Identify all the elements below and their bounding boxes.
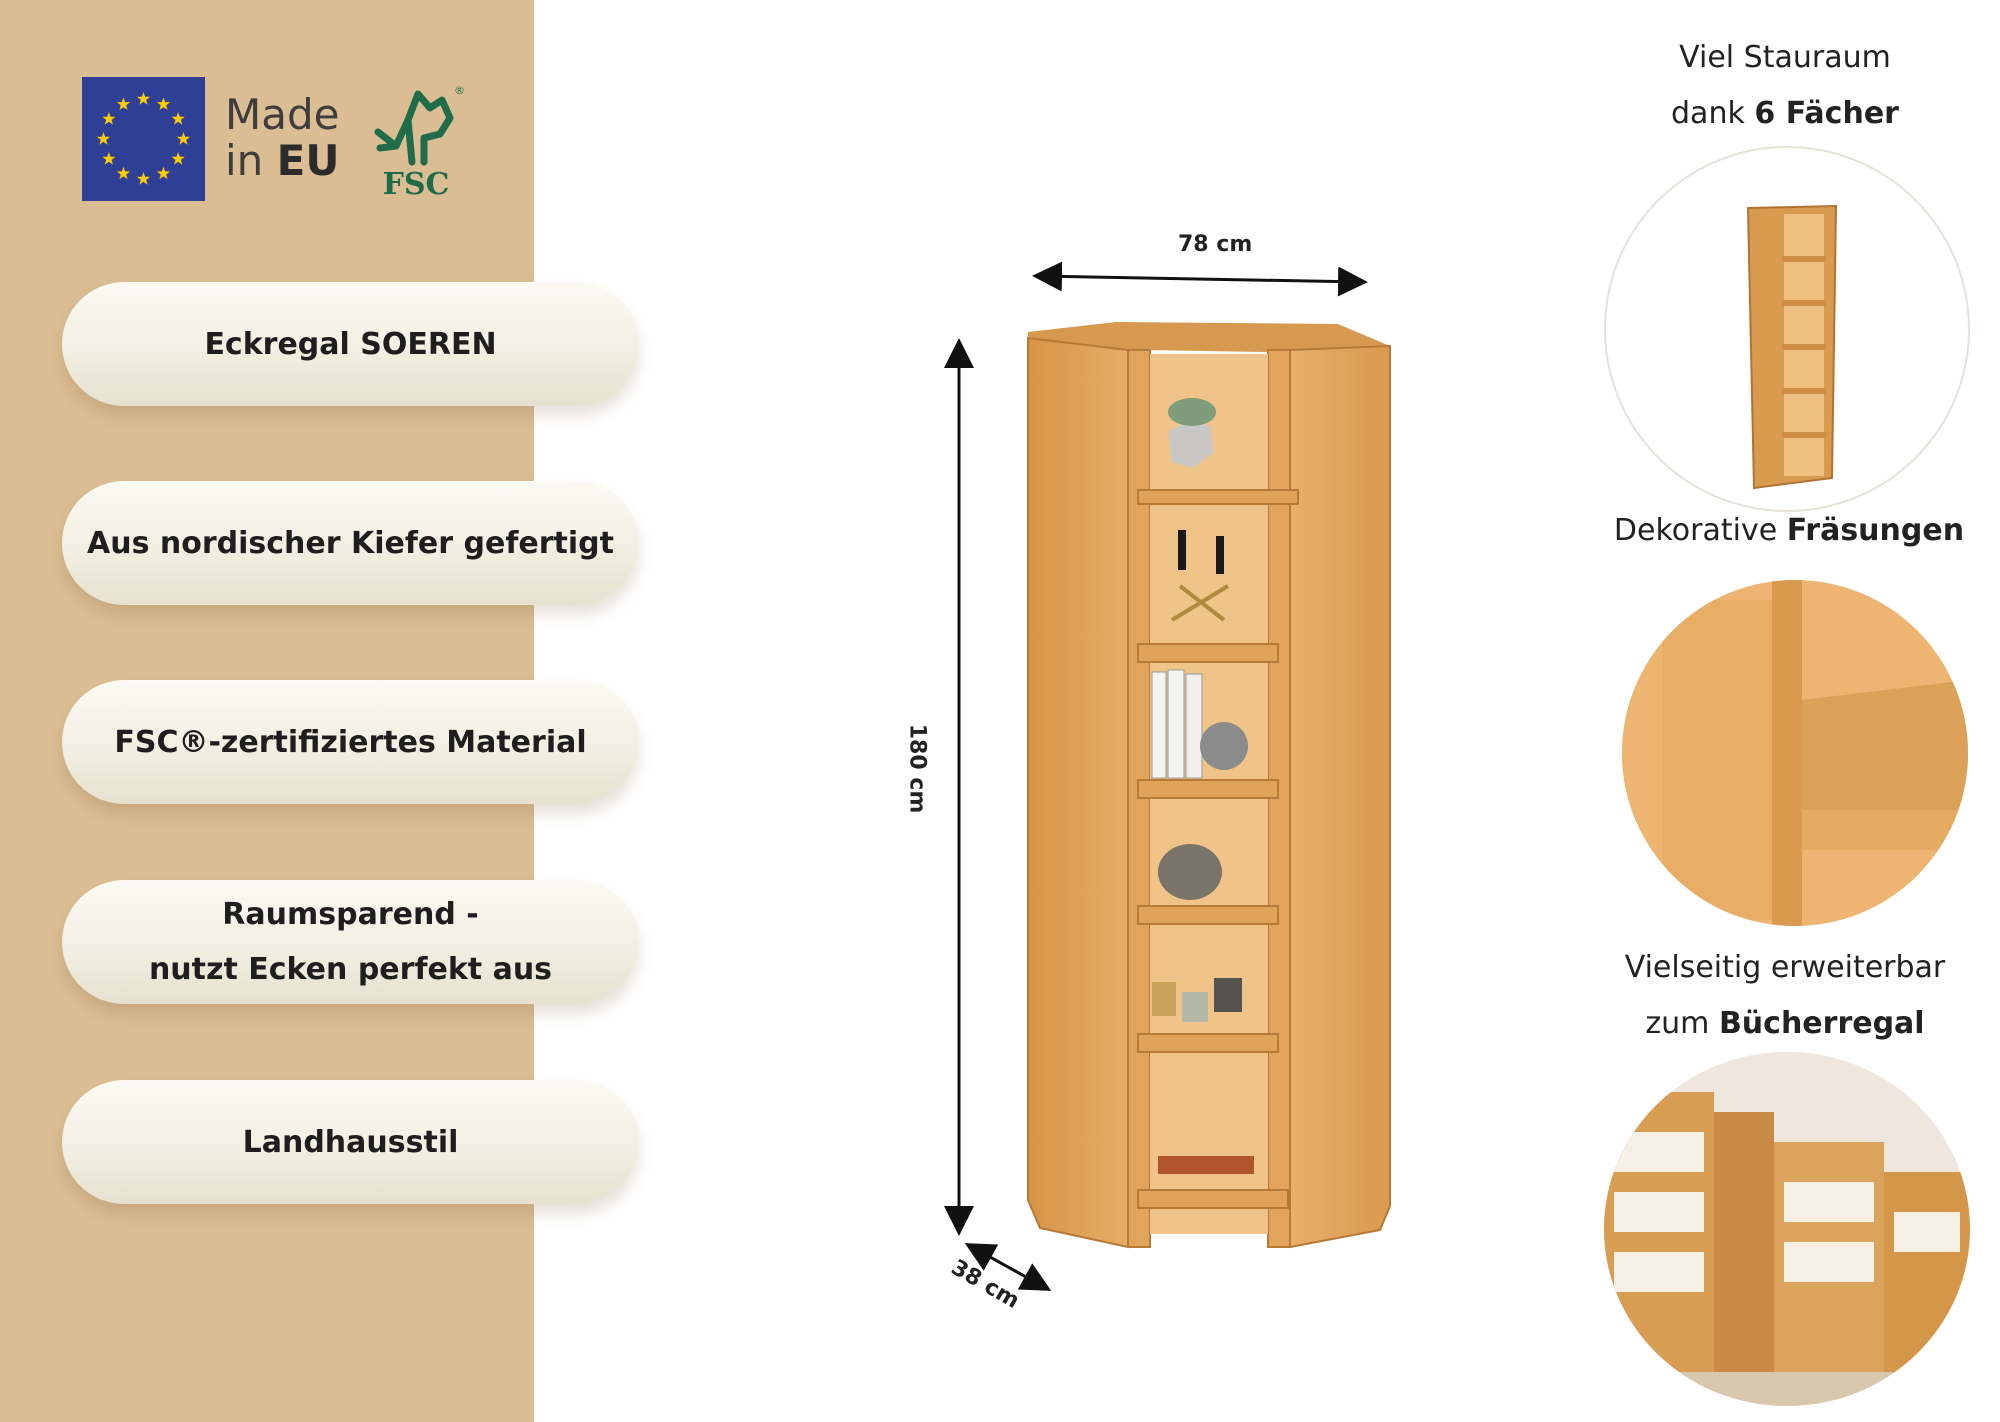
feature-text: nutzt Ecken perfekt aus [148,952,553,987]
feature-text: Raumsparend - [222,897,479,932]
eu-star [96,132,111,145]
eu-star [116,97,131,110]
eu-star [102,152,116,165]
width-arrow [1032,261,1368,297]
feature-text: Aus nordischer Kiefer gefertigt [87,525,614,561]
fsc-text: FSC [383,167,450,202]
eu-star [156,97,171,110]
fsc-registered-mark: ® [454,84,464,97]
bookcase-room-image [1604,1052,1970,1406]
feature-pill-space: Raumsparend - nutzt Ecken perfekt aus [62,880,639,1004]
made-in-line1: Made [225,90,340,139]
decor-caption: Dekorative Fräsungen [1613,513,1965,548]
storage-caption: Viel Stauraum dank 6 Fächer [1671,40,1899,131]
eu-star [102,112,116,125]
depth-arrow [964,1243,1052,1291]
made-in-eu-badge: Made in EU [225,92,339,184]
eu-star [171,112,185,125]
made-in-line2: in EU [225,136,340,185]
feature-text: FSC®-zertifiziertes Material [114,724,587,760]
eu-star [171,152,185,165]
feature-pill-fsc: FSC®-zertifiziertes Material [62,680,639,804]
feature-pill-name: Eckregal SOEREN [62,282,639,406]
feature-text: Eckregal SOEREN [204,326,497,362]
fsc-logo-icon: ® FSC [368,82,465,202]
eu-star [176,132,191,145]
milling-detail-image [1622,580,1968,926]
corner-shelf-image [988,150,1470,1280]
feature-pill-style: Landhausstil [62,1080,639,1204]
eu-flag-icon [82,77,205,201]
eu-star [116,166,131,180]
storage-detail-image [1604,146,1970,512]
eu-star [136,92,151,105]
expand-caption: Vielseitig erweiterbar zum Bücherregal [1624,950,1946,1041]
height-label: 180 cm [904,723,930,814]
width-label: 78 cm [1178,232,1253,257]
eu-star [156,166,171,180]
eu-star [136,172,151,185]
feature-pill-material: Aus nordischer Kiefer gefertigt [62,481,639,605]
feature-text: Landhausstil [242,1124,459,1160]
